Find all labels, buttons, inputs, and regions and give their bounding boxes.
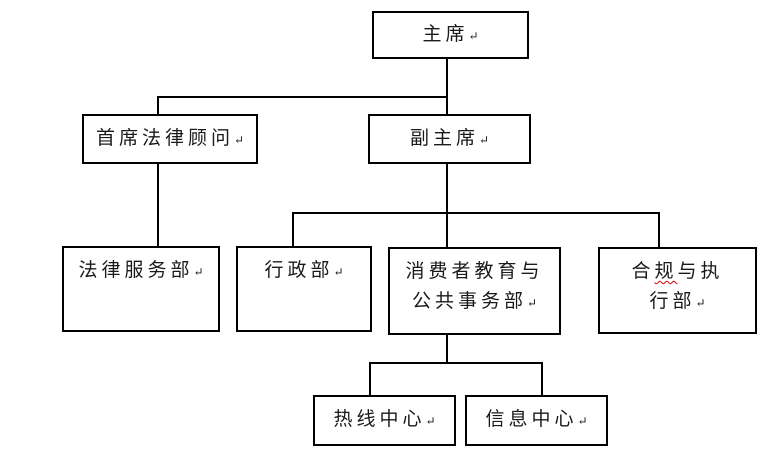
org-node-hotline-center[interactable]: 热线中心↵ [313, 395, 456, 446]
node-label-line2: 行部↵ [649, 291, 706, 312]
connector-to-hotline [369, 362, 371, 397]
connector-level3-horizontal [292, 212, 660, 214]
paragraph-mark-icon: ↵ [478, 132, 490, 147]
connector-chairman-down [446, 57, 448, 116]
spellcheck-underline: 规 [654, 261, 678, 282]
connector-to-consumer-education [446, 212, 448, 249]
connector-consumer-education-down [446, 333, 448, 364]
node-label-line1: 合规与执 [631, 261, 724, 282]
paragraph-mark-icon: ↵ [695, 296, 706, 310]
node-label: 首席法律顾问↵ [95, 127, 245, 149]
org-node-chairman[interactable]: 主席↵ [372, 11, 529, 59]
node-label: 法律服务部↵ [78, 260, 204, 281]
org-node-administration[interactable]: 行政部↵ [236, 246, 372, 332]
org-node-vice-chairman[interactable]: 副主席↵ [368, 114, 531, 164]
paragraph-mark-icon: ↵ [577, 414, 588, 428]
node-label: 主席↵ [422, 23, 479, 45]
connector-chief-legal-advisor-down [157, 162, 159, 248]
node-label: 副主席↵ [409, 127, 490, 149]
org-node-chief-legal-advisor[interactable]: 首席法律顾问↵ [82, 114, 258, 164]
paragraph-mark-icon: ↵ [193, 265, 204, 279]
org-node-compliance[interactable]: 合规与执 行部↵ [598, 247, 757, 334]
node-label-line1: 消费者教育与 [405, 261, 544, 282]
paragraph-mark-icon: ↵ [425, 414, 436, 428]
paragraph-mark-icon: ↵ [526, 296, 538, 310]
connector-to-information [541, 362, 543, 397]
connector-level4-horizontal [369, 362, 543, 364]
node-label-line2: 公共事务部↵ [411, 291, 538, 312]
node-label: 信息中心↵ [485, 409, 588, 430]
org-node-information-center[interactable]: 信息中心↵ [465, 395, 608, 446]
connector-level2-horizontal [157, 96, 448, 98]
connector-to-administration [292, 212, 294, 248]
connector-vice-chairman-down [446, 162, 448, 214]
org-node-consumer-education[interactable]: 消费者教育与 公共事务部↵ [388, 247, 561, 335]
node-label: 热线中心↵ [333, 409, 436, 430]
paragraph-mark-icon: ↵ [468, 28, 479, 43]
connector-to-chief-legal-advisor [157, 96, 159, 116]
paragraph-mark-icon: ↵ [333, 265, 344, 279]
org-node-legal-services[interactable]: 法律服务部↵ [62, 246, 220, 332]
connector-to-compliance [658, 212, 660, 249]
paragraph-mark-icon: ↵ [233, 132, 245, 147]
node-label: 行政部↵ [264, 260, 344, 281]
